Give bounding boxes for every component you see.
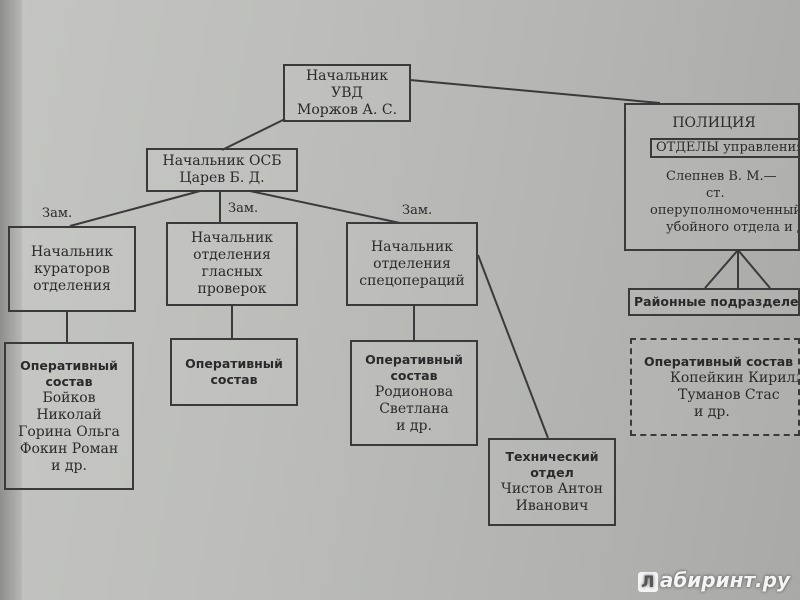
op-staff-title: состав <box>390 367 438 383</box>
special-ops-line: отделения <box>373 255 451 272</box>
operative-staff-box-4: Оперативный состав Копейкин Кирилл Туман… <box>630 338 800 436</box>
curators-line: кураторов <box>34 260 110 277</box>
tech-dept-name: Чистов Антон <box>501 481 603 497</box>
tech-dept-title: отдел <box>530 465 574 480</box>
police-line: Слепнев В. М.— <box>666 169 777 184</box>
op-staff-title: Оперативный <box>365 351 463 367</box>
public-checks-line: Начальник <box>190 230 274 246</box>
watermark-text: абиринт.ру <box>659 568 790 592</box>
line-uvd-osb <box>221 118 286 151</box>
op-staff-name: Горина Ольга <box>18 423 120 440</box>
police-line: ст. <box>706 186 725 201</box>
op-staff-name: Николай <box>36 406 102 423</box>
op-staff-name: Туманов Стас <box>678 386 780 403</box>
curators-line: отделения <box>33 277 111 294</box>
deputy-label-left: Зам. <box>42 206 73 221</box>
operative-staff-box-1: Оперативный состав Бойков Николай Горина… <box>4 342 134 490</box>
curators-chief-box: Начальник кураторов отделения <box>8 226 136 312</box>
public-checks-chief-box: Начальник отделения гласных проверок <box>166 222 298 306</box>
chief-uvd-line: УВД <box>331 84 363 101</box>
curators-line: Начальник <box>30 243 114 260</box>
chief-osb-line: Царев Б. Д. <box>179 170 265 186</box>
labirint-logo-icon: Л <box>637 572 658 592</box>
deputy-label-right: Зам. <box>402 203 433 218</box>
line-uvd-police <box>409 79 661 104</box>
special-ops-chief-box: Начальник отделения спецопераций <box>346 222 478 306</box>
line-police-d1 <box>704 249 739 289</box>
police-line: оперуполномоченный <box>650 203 800 218</box>
op-staff-title: состав <box>45 373 93 389</box>
police-line: убойного отдела и др. <box>666 220 798 235</box>
public-checks-line: гласных <box>201 264 263 280</box>
line-osb-left <box>69 190 201 227</box>
public-checks-line: отделения <box>193 247 271 263</box>
op-staff-name: Родионова <box>374 383 454 400</box>
police-box: ПОЛИЦИЯ ОТДЕЛЫ управления Слепнев В. М.—… <box>624 103 800 251</box>
op-staff-name: и др. <box>51 457 87 474</box>
public-checks-line: проверок <box>197 281 267 297</box>
tech-dept-name: Иванович <box>515 498 589 514</box>
police-departments-label: ОТДЕЛЫ управления <box>650 138 798 158</box>
technical-department-box: Технический отдел Чистов Антон Иванович <box>488 438 616 526</box>
deputy-label-mid: Зам. <box>228 201 259 216</box>
op-staff-name: и др. <box>694 403 730 420</box>
op-staff-title: состав <box>210 372 258 387</box>
chief-uvd-box: Начальник УВД Моржов А. С. <box>283 64 411 122</box>
special-ops-line: спецопераций <box>359 272 465 289</box>
op-staff-name: Копейкин Кирилл <box>670 369 800 386</box>
op-staff-name: и др. <box>396 417 432 434</box>
op-staff-title: Оперативный состав <box>644 353 794 369</box>
chief-uvd-line: Моржов А. С. <box>296 101 398 118</box>
line-spec-tech <box>477 254 549 439</box>
operative-staff-box-2: Оперативный состав <box>170 338 298 406</box>
tech-dept-title: Технический <box>505 449 599 464</box>
police-title: ПОЛИЦИЯ <box>672 115 756 131</box>
op-staff-title: Оперативный <box>185 356 283 371</box>
op-staff-title: Оперативный <box>20 357 118 373</box>
op-staff-name: Бойков <box>42 389 96 406</box>
operative-staff-box-3: Оперативный состав Родионова Светлана и … <box>350 340 478 446</box>
district-units-title: Районные подразделения <box>634 294 799 309</box>
op-staff-name: Фокин Роман <box>19 440 119 457</box>
district-units-box: Районные подразделения <box>628 288 800 316</box>
chief-uvd-line: Начальник <box>305 67 389 84</box>
chief-osb-box: Начальник ОСБ Царев Б. Д. <box>146 148 298 192</box>
chief-osb-line: Начальник ОСБ <box>162 153 282 169</box>
op-staff-name: Светлана <box>379 400 449 417</box>
line-osb-right <box>249 190 401 224</box>
special-ops-line: Начальник <box>370 238 454 255</box>
line-police-d3 <box>737 249 771 289</box>
